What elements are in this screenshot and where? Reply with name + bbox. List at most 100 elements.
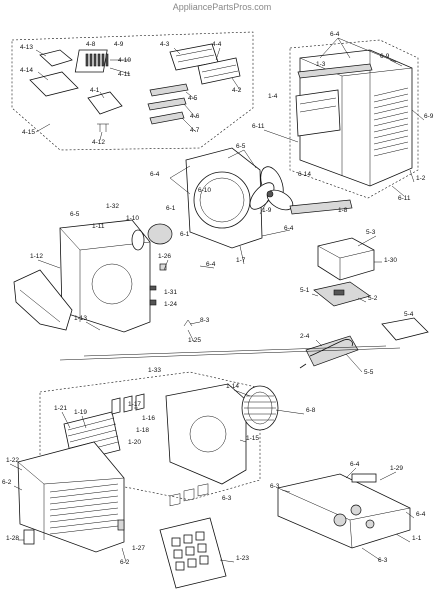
part-label: 4-13 [20, 44, 33, 51]
part-label: 4-9 [114, 41, 124, 48]
part-label: 6-5 [236, 143, 246, 150]
part-label: 1-8 [338, 207, 348, 214]
part-label: 6-4 [206, 261, 216, 268]
part-label: 6-3 [270, 483, 280, 490]
part-label: 6-5 [70, 211, 80, 218]
part-label: 6-10 [198, 187, 211, 194]
part-label: 1-13 [74, 315, 87, 322]
air-filter-part [159, 483, 227, 589]
part-label: 6-14 [298, 171, 311, 178]
partition-part [165, 383, 247, 485]
clip-part [149, 285, 157, 291]
part-label: 6-3 [222, 495, 232, 502]
part-label: 5-2 [368, 295, 378, 302]
accessory-kit-group [11, 31, 254, 151]
screw-set [85, 53, 109, 67]
leader-line [83, 345, 387, 357]
part-label: 6-4 [350, 461, 360, 468]
part-label: 1-20 [128, 439, 141, 446]
part-label: 4-2 [232, 87, 242, 94]
part-label: 6-11 [398, 195, 411, 202]
part-label: 4-8 [86, 41, 96, 48]
bracket-part [111, 397, 121, 415]
part-label: 1-23 [236, 555, 249, 562]
part-label: 6-1 [166, 205, 176, 212]
inner-frame-assembly [13, 219, 193, 333]
part-labels: 4-13 4-8 4-9 4-10 4-11 4-14 4-3 4-4 4-2 … [2, 31, 434, 566]
part-label: 1-30 [384, 257, 397, 264]
clip-part [159, 263, 167, 271]
part-label: 1-4 [268, 93, 278, 100]
watermark: AppliancePartsPros.com [173, 2, 272, 12]
part-label: 1-25 [188, 337, 201, 344]
wire-harness-part [305, 335, 359, 367]
front-grille-assembly [17, 441, 125, 553]
part-label: 1-33 [148, 367, 161, 374]
part-label: 6-4 [330, 31, 340, 38]
clip-part [97, 123, 109, 132]
part-label: 1-18 [136, 427, 149, 434]
front-grille-part [17, 441, 125, 553]
part-label: 1-16 [142, 415, 155, 422]
side-curtain-frame [197, 57, 241, 85]
control-box-assembly [299, 237, 429, 369]
leader-line [59, 347, 401, 361]
part-label: 2-4 [300, 333, 310, 340]
motor-part [147, 223, 173, 245]
fan-blade-part [249, 166, 294, 211]
part-label: 4-4 [212, 41, 222, 48]
part-label: 5-4 [404, 311, 414, 318]
part-label: 1-15 [246, 435, 259, 442]
label-part [351, 473, 377, 483]
part-label: 6-11 [252, 123, 265, 130]
part-label: 6-9 [380, 53, 390, 60]
part-label: 6-4 [150, 171, 160, 178]
bar-part [289, 199, 353, 215]
part-label: 4-1 [90, 87, 100, 94]
clip-part [149, 299, 157, 306]
part-label: 1-14 [226, 383, 239, 390]
part-label: 1-12 [30, 253, 43, 260]
manual-part [87, 91, 123, 115]
pad-part [39, 49, 73, 67]
part-label: 1-27 [132, 545, 145, 552]
bracket-part [135, 393, 145, 411]
part-label: 1-1 [412, 535, 422, 542]
part-label: 5-5 [364, 369, 374, 376]
part-label: 1-22 [6, 457, 19, 464]
part-label: 4-7 [190, 127, 200, 134]
rail-part [147, 97, 187, 111]
part-label: 8-3 [200, 317, 210, 324]
fan-shroud-assembly [185, 147, 353, 249]
part-label: 1-7 [236, 257, 246, 264]
rail-part [149, 83, 189, 97]
base-pan-part [277, 473, 411, 549]
part-label: 1-21 [54, 405, 67, 412]
part-label: 5-3 [366, 229, 376, 236]
part-label: 1-19 [74, 409, 87, 416]
part-label: 1-32 [106, 203, 119, 210]
part-label: 4-14 [20, 67, 33, 74]
bracket-part [123, 395, 133, 413]
part-label: 1-31 [164, 289, 177, 296]
motor-mount-part [131, 229, 145, 251]
part-label: 1-17 [128, 401, 141, 408]
cabinet-assembly [289, 39, 419, 199]
part-label: 1-10 [126, 215, 139, 222]
part-label: 1-11 [92, 223, 105, 230]
part-label: 1-3 [316, 61, 326, 68]
pad-part [381, 317, 429, 341]
part-label: 1-9 [262, 207, 272, 214]
shroud-part [185, 147, 263, 249]
control-box-part [317, 237, 375, 281]
part-label: 5-1 [300, 287, 310, 294]
part-label: 1-29 [390, 465, 403, 472]
part-label: 4-11 [118, 71, 131, 78]
top-rail-part [297, 63, 373, 79]
part-label: 6-4 [284, 225, 294, 232]
part-label: 4-15 [22, 129, 35, 136]
evaporator-group [39, 371, 279, 501]
part-label: 1-26 [158, 253, 171, 260]
part-label: 4-12 [92, 139, 105, 146]
